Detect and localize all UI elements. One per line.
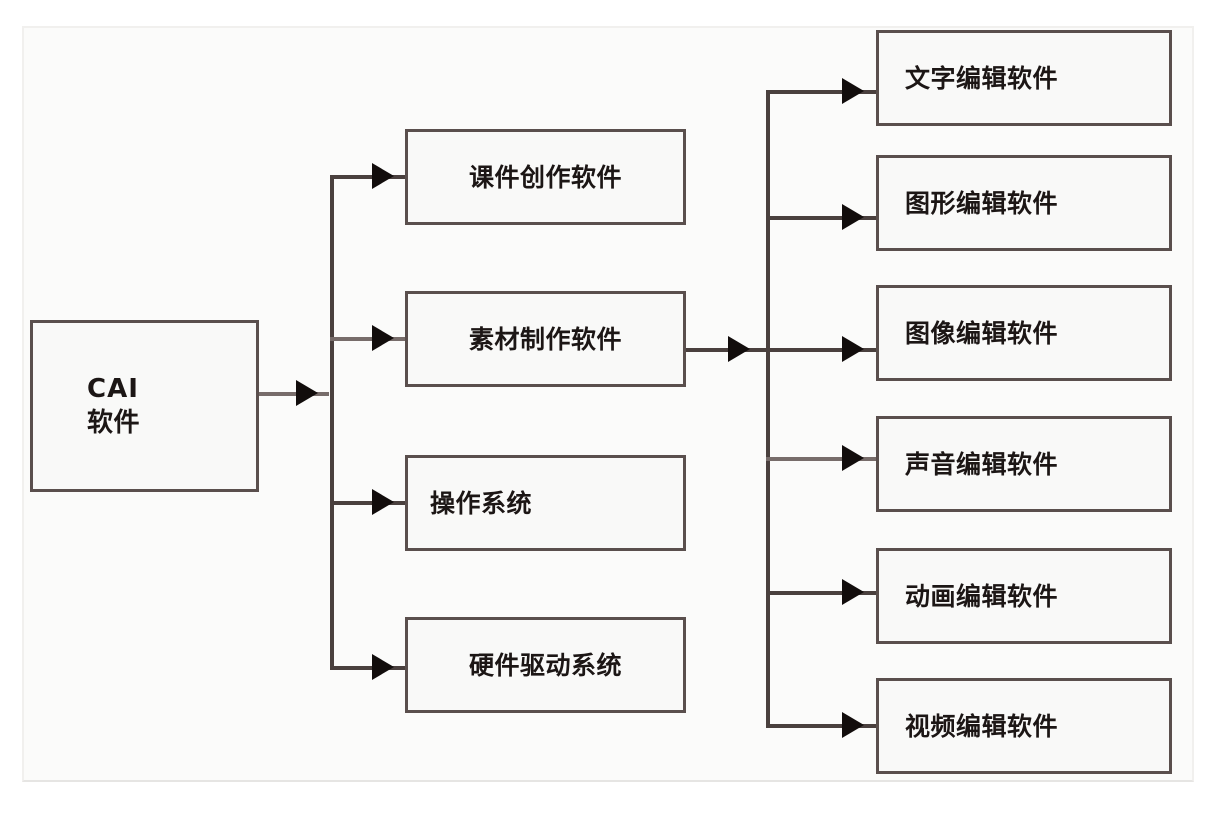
node-right-3-label: 声音编辑软件	[905, 449, 1059, 479]
node-right-0-label: 文字编辑软件	[905, 63, 1059, 93]
connector-root-to-trunk1	[259, 392, 329, 396]
connector-trunk1-to-mid-1	[330, 337, 408, 341]
node-right-2-label: 图像编辑软件	[905, 318, 1059, 348]
node-right-4-label: 动画编辑软件	[905, 581, 1059, 611]
arrow-trunk2-to-right-0	[842, 78, 864, 104]
connector-material-to-trunk2	[686, 348, 766, 352]
node-right-1-label: 图形编辑软件	[905, 188, 1059, 218]
connector-trunk2-to-right-0	[766, 90, 879, 94]
node-courseware-authoring-software[interactable]: 课件创作软件	[405, 129, 686, 225]
node-material-production-software[interactable]: 素材制作软件	[405, 291, 686, 387]
node-root-cai-software[interactable]: CAI 软件	[30, 320, 259, 492]
node-mid-3-label: 硬件驱动系统	[468, 650, 622, 680]
arrow-trunk2-to-right-1	[842, 204, 864, 230]
node-mid-0-label: 课件创作软件	[468, 162, 622, 192]
node-audio-editing-software[interactable]: 声音编辑软件	[876, 416, 1172, 512]
arrow-root-to-trunk1	[296, 380, 318, 406]
arrow-trunk2-to-right-3	[842, 445, 864, 471]
node-right-5-label: 视频编辑软件	[905, 711, 1059, 741]
arrow-trunk1-to-mid-1	[372, 325, 394, 351]
arrow-trunk2-to-right-4	[842, 579, 864, 605]
connector-trunk2-to-right-3	[766, 457, 879, 461]
arrow-trunk2-to-right-5	[842, 712, 864, 738]
node-mid-2-label: 操作系统	[430, 488, 533, 518]
node-root-label-line1: CAI	[87, 373, 139, 404]
connector-trunk2-to-right-5	[766, 724, 879, 728]
node-video-editing-software[interactable]: 视频编辑软件	[876, 678, 1172, 774]
connector-trunk-level2	[330, 175, 334, 670]
arrow-trunk1-to-mid-3	[372, 654, 394, 680]
connector-trunk2-to-right-4	[766, 591, 879, 595]
arrow-trunk1-to-mid-0	[372, 163, 394, 189]
connector-trunk1-to-mid-3	[330, 666, 408, 670]
connector-trunk2-to-right-2	[766, 348, 879, 352]
node-root-label-line2: 软件	[87, 408, 141, 438]
connector-trunk1-to-mid-2	[330, 501, 408, 505]
node-operating-system[interactable]: 操作系统	[405, 455, 686, 551]
node-graphics-editing-software[interactable]: 图形编辑软件	[876, 155, 1172, 251]
node-mid-1-label: 素材制作软件	[468, 324, 622, 354]
arrow-material-to-trunk2	[728, 336, 750, 362]
connector-trunk-level3	[766, 90, 770, 728]
connector-trunk1-to-mid-0	[330, 175, 408, 179]
arrow-trunk2-to-right-2	[842, 336, 864, 362]
arrow-trunk1-to-mid-2	[372, 489, 394, 515]
node-root-label: CAI 软件	[33, 372, 256, 441]
node-hardware-driver-system[interactable]: 硬件驱动系统	[405, 617, 686, 713]
node-text-editing-software[interactable]: 文字编辑软件	[876, 30, 1172, 126]
node-image-editing-software[interactable]: 图像编辑软件	[876, 285, 1172, 381]
node-animation-editing-software[interactable]: 动画编辑软件	[876, 548, 1172, 644]
connector-trunk2-to-right-1	[766, 216, 879, 220]
